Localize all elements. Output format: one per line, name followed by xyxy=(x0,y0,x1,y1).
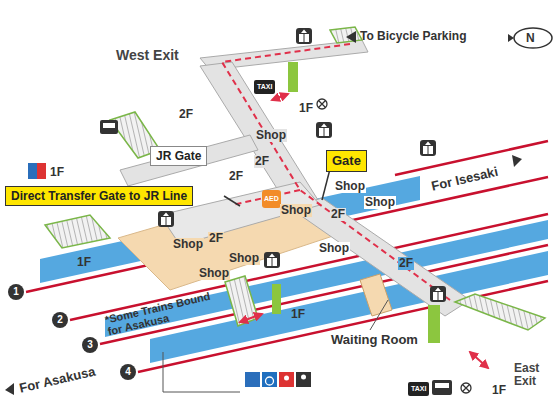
no-entry-mark xyxy=(319,101,326,108)
floor-label: 1F xyxy=(76,256,92,269)
shop-label: Shop xyxy=(172,238,204,251)
compass xyxy=(508,34,514,42)
floor-label: 2F xyxy=(398,257,414,270)
exit-arrow xyxy=(240,314,262,322)
aed-icon: AED xyxy=(262,190,281,208)
elevator-icon xyxy=(158,211,174,227)
exit-name: East Exit xyxy=(514,362,548,387)
floor-label: 2F xyxy=(178,108,194,121)
exit-name: West Exit xyxy=(116,48,179,63)
direction-arrow xyxy=(512,155,522,167)
toilet-icon xyxy=(37,163,46,179)
direction-label: For Asakusa xyxy=(18,365,97,396)
bus-icon xyxy=(435,383,449,388)
shop-label: Shop xyxy=(228,252,260,265)
leader-line xyxy=(163,352,240,392)
multipurpose-icon xyxy=(301,375,306,380)
elevator-icon xyxy=(316,122,332,138)
gate-callout: Gate xyxy=(326,150,367,172)
floor-label: 2F xyxy=(254,155,270,168)
callout-number: 3 xyxy=(82,337,98,353)
box-text: Direct Transfer Gate to JR Line xyxy=(11,189,187,203)
floor-label: 1F xyxy=(290,308,306,321)
compass xyxy=(514,28,552,48)
floor-label: 2F xyxy=(228,170,244,183)
multipurpose-icon xyxy=(296,372,311,387)
wheelchair-icon xyxy=(266,377,274,385)
no-entry-mark xyxy=(317,99,327,109)
toilet-icon xyxy=(245,372,260,387)
compass-letter: N xyxy=(526,32,535,45)
elevator-icon xyxy=(420,140,436,156)
callout-number: 2 xyxy=(52,312,68,328)
box-text: Gate xyxy=(332,153,361,169)
shop-label: Shop xyxy=(280,204,312,217)
stairs xyxy=(360,274,392,316)
callout-number: 1 xyxy=(8,284,24,300)
elevator-icon xyxy=(296,28,312,44)
elevator-icon xyxy=(264,252,280,268)
shop-label: Shop xyxy=(334,180,366,193)
bus-icon xyxy=(100,120,118,134)
bus-icon xyxy=(432,380,452,395)
room-label: Waiting Room xyxy=(330,333,419,347)
leader-line xyxy=(370,300,388,330)
elevator-shaft xyxy=(288,62,298,92)
floor-label: 2F xyxy=(208,232,224,245)
exit-arrow xyxy=(272,94,288,100)
leader-line xyxy=(224,196,240,206)
floor-label: 2F xyxy=(330,208,346,221)
gate-box: JR Gate xyxy=(150,146,207,166)
elevator-shaft xyxy=(428,305,440,343)
elevator-shaft xyxy=(272,284,281,314)
shop-label: Shop xyxy=(255,129,287,142)
baby-room-icon xyxy=(279,372,294,387)
stairs xyxy=(225,276,258,326)
taxi-icon: TAXI xyxy=(408,382,429,396)
wheelchair-icon xyxy=(262,372,277,387)
floor-label: 1F xyxy=(50,166,64,179)
stairs xyxy=(45,215,110,248)
callout-number: 4 xyxy=(120,364,136,380)
corridor xyxy=(290,198,470,316)
elevator-icon xyxy=(430,286,446,302)
shop-label: Shop xyxy=(318,242,350,255)
gate-callout: Direct Transfer Gate to JR Line xyxy=(5,186,193,206)
direction-arrow xyxy=(346,31,356,43)
stairs xyxy=(455,294,545,330)
direction-label: To Bicycle Parking xyxy=(360,30,466,43)
baby-room-icon xyxy=(284,376,289,381)
toilet-icon xyxy=(28,163,37,179)
no-entry-mark xyxy=(463,385,470,392)
shop-label: Shop xyxy=(364,196,396,209)
floor-label: 1F xyxy=(298,102,314,115)
route-line xyxy=(222,44,450,300)
taxi-icon: TAXI xyxy=(254,80,275,94)
direction-arrow xyxy=(5,383,14,395)
no-entry-mark xyxy=(461,383,471,393)
leader-line xyxy=(322,169,330,200)
stairs xyxy=(330,27,362,43)
shop-label: Shop xyxy=(198,267,230,280)
box-text: JR Gate xyxy=(156,149,201,163)
floor-label: 1F xyxy=(492,384,506,397)
bus-icon xyxy=(103,123,115,128)
exit-arrow xyxy=(470,352,488,368)
